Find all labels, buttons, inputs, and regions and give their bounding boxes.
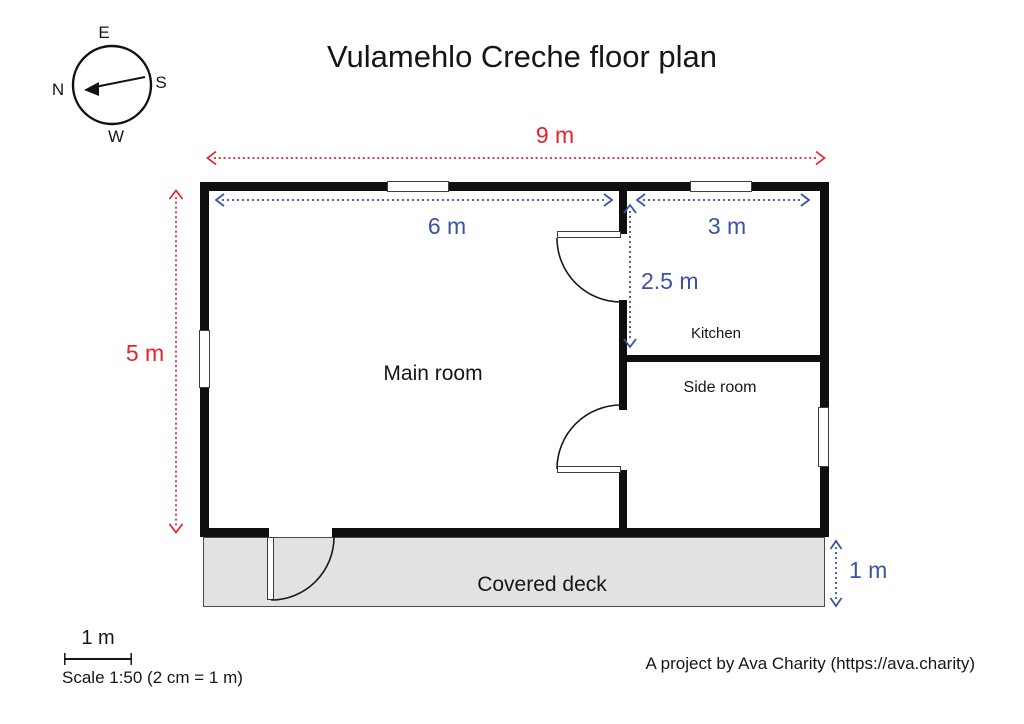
interior-wall-middle-segment [619,300,627,410]
kitchen-door-arc [556,237,622,303]
dim-label-3m: 3 m [707,213,747,239]
kitchen-sideroom-wall [627,355,821,362]
compass-label-east: E [98,23,110,42]
dim-arrow-1m [829,539,843,608]
compass-label-south: S [155,73,167,92]
attribution: A project by Ava Charity (https://ava.ch… [645,654,975,673]
dim-arrow-6m [214,193,614,207]
interior-wall-bottom-segment [619,470,627,528]
covered-deck-label: Covered deck [477,573,607,596]
dim-label-1m: 1 m [849,557,888,583]
wall-east [820,182,829,537]
side-room-door-leaf [557,466,621,473]
interior-wall-top-segment [619,191,627,234]
deck-door-leaf [267,537,274,600]
window-east [818,407,829,467]
window-north-2 [690,181,752,192]
page-title: Vulamehlo Creche floor plan [326,39,717,74]
dim-label-9m: 9 m [535,122,575,148]
window-north-1 [387,181,449,192]
dim-arrow-3m [635,193,811,207]
compass-rose-icon [71,44,153,126]
main-room-label: Main room [383,362,483,385]
compass-label-north: N [51,80,65,99]
covered-deck-area [203,537,825,607]
compass-needle-icon [84,82,99,96]
compass-label-west: W [107,127,125,146]
side-room-label: Side room [683,379,757,396]
scale-caption: Scale 1:50 (2 cm = 1 m) [62,668,243,687]
scale-bar-label: 1 m [81,627,115,649]
dim-label-5m: 5 m [125,340,165,366]
kitchen-label: Kitchen [690,325,742,342]
wall-south-left-segment [200,528,269,537]
side-room-door-arc [556,404,622,470]
dim-arrow-9m [206,150,826,166]
dim-label-2-5m: 2.5 m [641,268,699,294]
wall-north [200,182,829,191]
scale-bar [64,653,132,665]
window-west [199,330,210,388]
wall-south-right-segment [332,528,829,537]
dim-label-6m: 6 m [427,213,467,239]
kitchen-door-leaf [557,231,621,238]
